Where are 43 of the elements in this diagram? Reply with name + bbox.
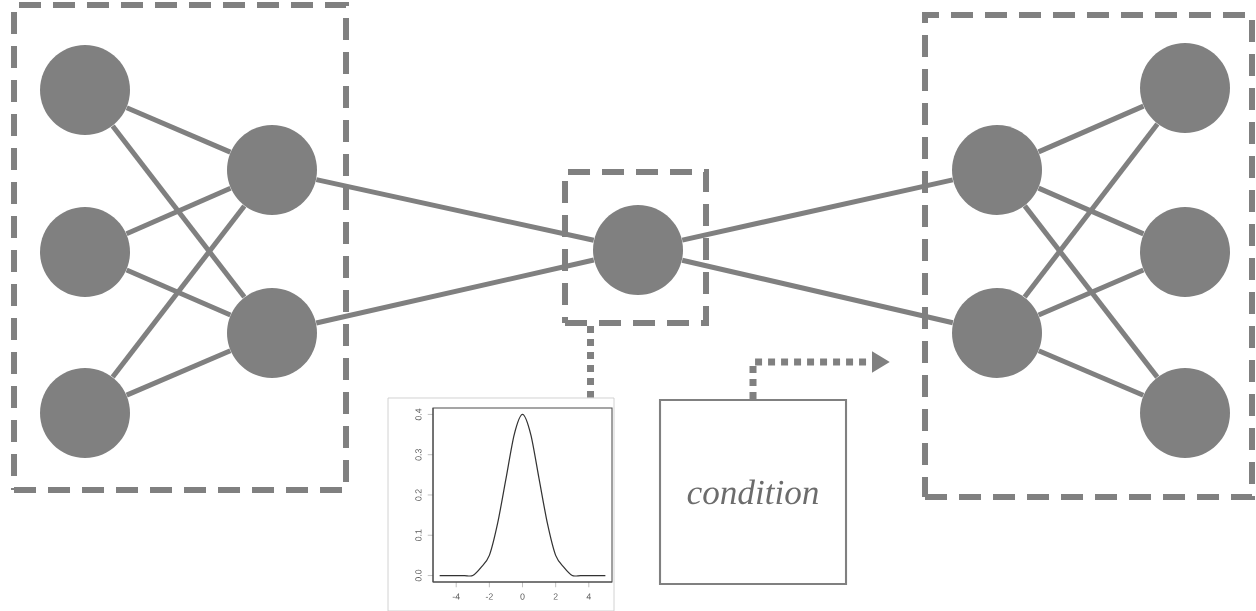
condition-box: condition [658, 398, 848, 586]
y-tick-label: 0.0 [415, 569, 422, 582]
neuron-circle [227, 125, 317, 215]
connection-line [125, 105, 232, 155]
neuron-circle [593, 205, 683, 295]
plot-panel [387, 397, 615, 611]
dashed-group-box [922, 12, 1255, 500]
connection-line [681, 257, 954, 326]
connection-line [681, 177, 954, 243]
connection-line [125, 348, 232, 398]
neuron-circle [1140, 207, 1230, 297]
neuron-circle [40, 207, 130, 297]
connection-line [110, 204, 247, 379]
connection-line [125, 185, 232, 237]
connection-line [125, 267, 232, 318]
x-tick-label: -2 [485, 593, 493, 600]
x-tick-label: -4 [452, 593, 460, 600]
connection-line [315, 257, 595, 326]
neuron-circle [40, 368, 130, 458]
y-tick-label: 0.4 [415, 408, 422, 421]
y-tick-label: 0.3 [415, 448, 422, 461]
connection-line [1037, 267, 1145, 318]
neuron-circle [1140, 368, 1230, 458]
connection-line [110, 124, 247, 299]
x-tick-label: 4 [586, 593, 591, 600]
dashed-group-box [11, 2, 349, 493]
connection-line [1022, 122, 1160, 299]
neuron-circle [227, 288, 317, 378]
neuron-circle [952, 288, 1042, 378]
dashed-group-box [562, 169, 709, 326]
y-tick-label: 0.2 [415, 489, 422, 501]
connection-line [315, 177, 595, 243]
neuron-circle [952, 125, 1042, 215]
x-tick-label: 0 [520, 593, 525, 600]
connection-line [1037, 103, 1145, 155]
neuron-circle [40, 45, 130, 135]
connection-line [1037, 185, 1145, 237]
line-series [439, 413, 606, 577]
y-tick-label: 0.1 [415, 529, 422, 542]
connection-line [1037, 348, 1145, 398]
x-tick-label: 2 [553, 593, 558, 600]
connection-line [1022, 204, 1160, 379]
neuron-circle [1140, 43, 1230, 133]
